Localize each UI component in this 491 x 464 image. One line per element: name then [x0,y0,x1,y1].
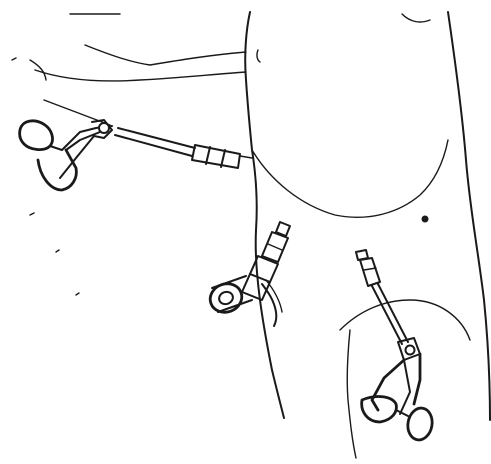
upper-left-grasper-instrument [20,100,252,190]
lower-right-grasper-instrument [356,250,435,442]
middle-trocar-cannula [206,222,290,326]
